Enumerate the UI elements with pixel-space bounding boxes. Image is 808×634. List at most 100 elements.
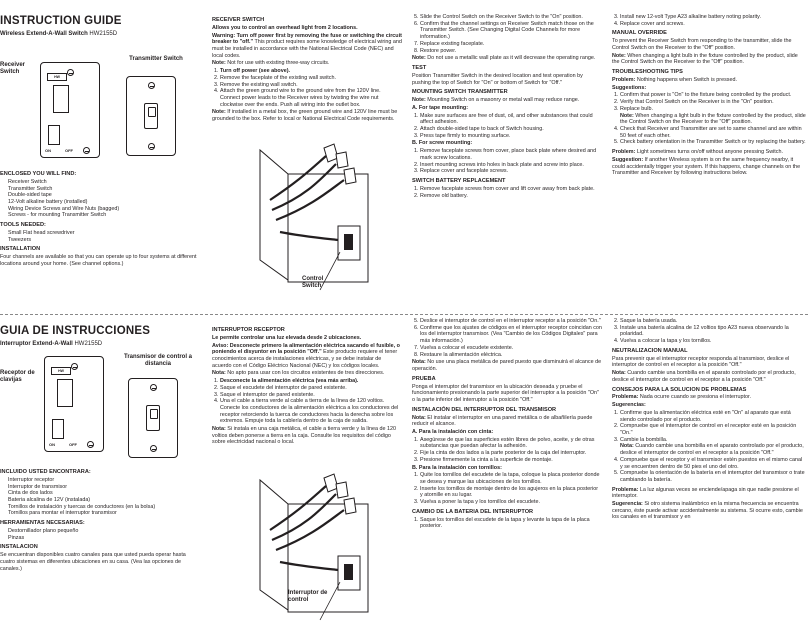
- en-tools-heading: TOOLS NEEDED:: [0, 222, 46, 229]
- list-item: Verify that Control Switch on the Receiv…: [620, 99, 806, 106]
- label-tag-icon: HW: [51, 367, 71, 375]
- es-override-heading: NEUTRALIZACION MANUAL: [612, 347, 688, 354]
- list-item: Confirm that power is "On" to the fixtur…: [620, 92, 806, 99]
- list-item: Slide the Control Switch on the Receiver…: [420, 14, 602, 21]
- en-receiver-steps: Turn off power (see above). Remove the f…: [220, 68, 402, 108]
- es-column-2: INTERRUPTOR RECEPTOR Le permite controla…: [212, 324, 402, 447]
- es-product: Interruptor Extend-A-Wall HW2155D: [0, 341, 103, 348]
- rocker-icon: [146, 405, 160, 431]
- list-item: Tweezers: [8, 237, 200, 244]
- list-item: Confirme que los ajustes de códigos en e…: [420, 325, 602, 345]
- en-problem-2: Problem: Light sometimes turns on/off wi…: [612, 149, 783, 156]
- es-override-note: Nota: Cuando cambie una bombilla en el a…: [612, 370, 796, 383]
- list-item: Saque el escudete del interruptor de par…: [220, 385, 402, 392]
- es-column-1-lower: INCLUIDO USTED ENCONTRARA: Interruptor r…: [0, 466, 200, 574]
- es-enclosed-heading: INCLUIDO USTED ENCONTRARA:: [0, 469, 91, 475]
- list-item: Screws - for mounting Transmitter Switch: [8, 212, 200, 219]
- en-note-plate: Note: Do not use a metallic wall plate a…: [412, 55, 596, 62]
- list-item: Asegúrese de que las superficies estén l…: [420, 437, 602, 450]
- label-tag-icon: HW: [47, 73, 67, 81]
- rocker-icon: [144, 103, 158, 129]
- en-title: INSTRUCTION GUIDE: [0, 15, 122, 27]
- list-item: Fije la cinta de dos lados a la parte po…: [420, 450, 602, 457]
- en-note-wiring: Note: Not for use with existing three-wa…: [212, 60, 330, 67]
- en-suggestion-2: Suggestion: If another Wireless system i…: [612, 156, 801, 177]
- en-problem-1: Problem: Nothing happens when Switch is …: [612, 77, 737, 84]
- en-warning: Warning: Turn off power first by removin…: [212, 32, 402, 59]
- en-screw-steps: Remove faceplate screws from cover, plac…: [420, 148, 602, 175]
- en-note-metal: Note: If installed in a metal box, the g…: [212, 109, 398, 123]
- es-battery-steps-2: Saque la batería usada. Instale una bate…: [620, 318, 806, 345]
- list-item: Presione firmemente la cinta a la superf…: [420, 457, 602, 464]
- en-enclosed-list: Receiver Switch Transmitter Switch Doubl…: [8, 179, 200, 219]
- es-suggestions-heading: Sugerencias:: [612, 402, 646, 409]
- list-item: Remove old battery.: [420, 193, 602, 200]
- list-item: Vuelva a colocar el escudete existente.: [420, 345, 602, 352]
- es-transmitter-switch-illustration: [128, 378, 178, 458]
- list-item: Replace existing faceplate.: [420, 41, 602, 48]
- es-installation-heading: INSTALACION: [0, 544, 38, 551]
- en-receiver-steps-2: Slide the Control Switch on the Receiver…: [420, 14, 602, 54]
- list-item: Destornillador plano pequeño: [8, 528, 200, 535]
- en-transmitter-label: Transmitter Switch: [129, 56, 183, 62]
- en-test-text: Position Transmitter Switch in the desir…: [412, 72, 583, 86]
- en-product: Wireless Extend-A-Wall Switch HW2155D: [0, 31, 118, 38]
- es-mount-heading: INSTALACIÓN DEL INTERRUPTOR DEL TRANSMIS…: [412, 406, 557, 413]
- en-override-note: Note: When changing a light bulb in the …: [612, 52, 798, 66]
- list-item: Confirme que la alimentación eléctrica e…: [620, 410, 806, 423]
- en-battery-steps-2: Install new 12-volt Type A23 alkaline ba…: [620, 14, 806, 27]
- list-item: Compruebe que el interruptor de control …: [620, 423, 806, 436]
- en-battery-steps: Remove faceplate screws from cover and l…: [420, 186, 602, 199]
- en-receiver-heading: RECEIVER SWITCH: [212, 17, 265, 23]
- en-wiring-diagram-illustration: [259, 143, 369, 291]
- en-column-2: RECEIVER SWITCH Allows you to control an…: [212, 14, 402, 124]
- list-item: Press tape firmly to mounting surface.: [420, 133, 602, 140]
- list-item: Check battery orientation in the Transmi…: [620, 139, 806, 146]
- list-item: Restaure la alimentación eléctrica.: [420, 352, 602, 359]
- en-receiver-label: Receiver Switch: [0, 62, 26, 75]
- es-battery-steps: Saque los tornillos del escudete de la t…: [420, 517, 602, 530]
- list-item: Insert mounting screws into holes in bac…: [420, 162, 602, 169]
- list-item: Small Flat head screwdriver: [8, 230, 200, 237]
- en-override-heading: MANUAL OVERRIDE: [612, 30, 667, 37]
- en-control-switch-label: Control Switch: [302, 276, 324, 289]
- list-item: Cinta de dos lados: [8, 490, 200, 497]
- en-transmitter-switch-illustration: [126, 76, 176, 156]
- list-item: Interruptor receptor: [8, 477, 200, 484]
- es-battery-heading: CAMBIO DE LA BATERIA DEL INTERRUPTOR: [412, 508, 534, 515]
- es-column-3: Deslice el interruptor de control en el …: [412, 318, 602, 531]
- es-transmitter-label: Transmisor de control a distancia: [123, 354, 193, 367]
- es-trouble-steps: Confirme que la alimentación eléctrica e…: [620, 410, 806, 484]
- es-title: GUIA DE INSTRUCCIONES: [0, 325, 151, 337]
- en-enclosed-heading: ENCLOSED YOU WILL FIND:: [0, 171, 77, 177]
- es-note-plate: Nota: No use una placa metálica de pared…: [412, 359, 602, 372]
- list-item: Una el cable a tierra verde al cable a t…: [220, 398, 402, 425]
- list-item: Deslice el interruptor de control en el …: [420, 318, 602, 325]
- es-note-metal: Nota: Si instala en una caja metálica, e…: [212, 426, 396, 446]
- list-item: Instale una batería alcalina de 12 volti…: [620, 325, 806, 338]
- es-control-switch-label: Interruptor de control: [288, 590, 328, 603]
- es-receiver-intro: Le permite controlar una luz elevada des…: [212, 334, 362, 341]
- screw-icon: [86, 441, 94, 448]
- en-tape-heading: A. For tape mounting:: [412, 104, 468, 111]
- es-tools-list: Destornillador plano pequeño Pinzas: [8, 528, 200, 541]
- en-column-1: INSTRUCTION GUIDE Wireless Extend-A-Wall…: [0, 14, 200, 42]
- list-item: Wiring Device Screws and Wire Nuts (bagg…: [8, 206, 200, 213]
- list-item: Remove faceplate screws from cover, plac…: [420, 148, 602, 161]
- en-test-heading: TEST: [412, 64, 427, 71]
- es-enclosed-list: Interruptor receptor Interruptor de tran…: [8, 477, 200, 517]
- en-screw-heading: B. For screw mounting:: [412, 140, 473, 147]
- es-suggestion-2: Sugerencia: Si otro sistema inalámbrico …: [612, 501, 803, 521]
- es-receiver-steps-2: Deslice el interruptor de control en el …: [420, 318, 602, 358]
- en-column-4: Install new 12-volt Type A23 alkaline ba…: [612, 14, 806, 178]
- list-item: Remove the faceplate of the existing wal…: [220, 75, 402, 82]
- es-note-wiring: Nota: No apto para usar con los circuito…: [212, 370, 385, 377]
- slide-control-icon: [48, 125, 60, 145]
- es-column-1: GUIA DE INSTRUCCIONES Interruptor Extend…: [0, 324, 200, 352]
- toggle-slot-icon: [57, 379, 73, 407]
- list-item: Saque la batería usada.: [620, 318, 806, 325]
